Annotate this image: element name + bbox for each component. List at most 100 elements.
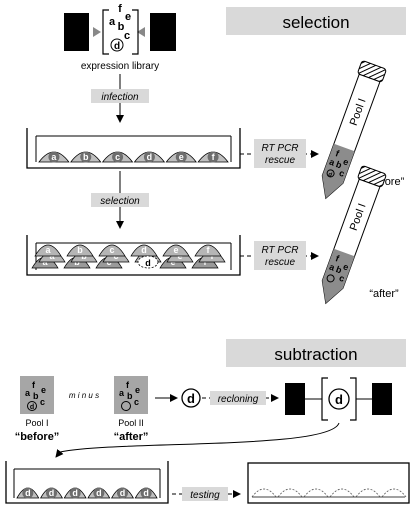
- dish1-well-label: f: [212, 152, 216, 162]
- pool2-name: Pool II: [118, 418, 144, 428]
- test-dish-arc: [381, 488, 407, 498]
- tube2-empty-circle: [326, 274, 335, 283]
- result-d-circle: [181, 388, 201, 408]
- pool1-name: Pool I: [25, 418, 48, 428]
- pool2-letter-b: b: [127, 391, 133, 401]
- final-dish-well-core: [46, 487, 57, 499]
- pool1-letter-a: a: [25, 388, 31, 398]
- reclone-bracket-right: [350, 377, 357, 421]
- test-dish-arc: [329, 488, 355, 498]
- tube2-letter-e: e: [342, 261, 350, 272]
- dish2-cell-label: c: [109, 245, 114, 255]
- dish1-well-core: [48, 151, 60, 163]
- rtpcr2-line2: rescue: [265, 257, 295, 268]
- dish1-well-core: [80, 151, 92, 163]
- library-letter-f: f: [118, 3, 122, 15]
- pool2-letter-e: e: [135, 385, 140, 395]
- dish1-well-label: d: [147, 152, 153, 162]
- result-letter: d: [187, 391, 195, 406]
- selection-step-label: selection: [100, 196, 140, 207]
- dish2-cell-label: d: [141, 245, 147, 255]
- tube1-d-circle: [326, 169, 335, 178]
- pool2-letter-f: f: [126, 380, 130, 390]
- minus-label: m i n u s: [69, 391, 99, 400]
- dish1-well-core: [112, 151, 124, 163]
- library-letter-a: a: [109, 16, 116, 28]
- tube1-contents: [322, 143, 355, 199]
- test-dish-arc: [277, 488, 303, 498]
- dish1-well-core: [143, 151, 155, 163]
- dish1-well-label: c: [115, 152, 120, 162]
- final-dish-well-core: [22, 487, 34, 499]
- dish1-well-core: [175, 151, 187, 163]
- dish2-cell: [194, 244, 222, 257]
- pool2-square: [114, 376, 148, 414]
- pool1-letter-f: f: [32, 380, 36, 390]
- library-letter-d: d: [114, 41, 120, 52]
- reclone-bracket-left: [321, 377, 328, 421]
- tube2-letter-f: f: [334, 253, 341, 264]
- library-caption: expression library: [81, 61, 159, 72]
- recloning-label: recloning: [218, 394, 259, 405]
- tube1-letter-d: d: [327, 172, 333, 179]
- tube2-letter-c: c: [338, 273, 346, 284]
- final-dish-well-label: d: [120, 488, 126, 498]
- selection-header: selection: [282, 13, 349, 32]
- tube1-letter-f: f: [334, 148, 341, 159]
- rtpcr2-box: [254, 241, 306, 270]
- testing-label: testing: [190, 490, 220, 501]
- tube-1: Pool I f a b e c d: [321, 60, 387, 200]
- infection-label-box: [91, 89, 149, 103]
- dish1-well-label: e: [179, 152, 184, 162]
- pool1-caption: “before”: [15, 431, 60, 443]
- pool1-square: [20, 376, 54, 414]
- final-dish-well-core: [140, 487, 152, 499]
- pool2-caption: “after”: [114, 431, 149, 443]
- pool2-box: f e a b c: [114, 376, 148, 414]
- rtpcr1-box: [254, 139, 306, 168]
- pool1-letter-e: e: [41, 385, 46, 395]
- final-dish-well-label: d: [96, 488, 102, 498]
- dish2-outline: [26, 235, 241, 276]
- library-letter-e: e: [125, 11, 131, 23]
- promoter-arrow-right: [137, 27, 145, 37]
- tube2-contents: [322, 248, 355, 304]
- library-letter-b: b: [118, 21, 125, 33]
- dish2-cell: [130, 244, 158, 257]
- vector-block-right: [150, 13, 176, 51]
- test-dish: [247, 462, 410, 504]
- arrow-to-final-dish: [55, 422, 340, 458]
- pool1-letter-b: b: [33, 391, 39, 401]
- dish1-well-core: [207, 151, 219, 163]
- tube2-letter-a: a: [328, 262, 337, 273]
- test-dish-arc: [303, 488, 329, 498]
- dish2-cell-label: e: [173, 245, 178, 255]
- dish-2: abcefabcdefabcdef d: [26, 235, 241, 276]
- tube2-caption: “after”: [369, 288, 399, 300]
- test-dish-arc: [355, 488, 381, 498]
- dish1-outline: [26, 128, 241, 169]
- insert-bracket-right: [132, 9, 139, 55]
- promoter-arrow-left: [93, 27, 101, 37]
- tube1-letter-b: b: [335, 159, 344, 170]
- tube1-letter-e: e: [342, 156, 350, 167]
- dish2-letter-d: d: [145, 258, 151, 268]
- dish1-well-label: a: [51, 152, 57, 162]
- testing-box: [182, 487, 228, 501]
- subtraction-header-box: [226, 339, 406, 367]
- library-letter-c: c: [124, 30, 130, 42]
- pool1-d-circle: [27, 401, 37, 411]
- selection-header-box: [226, 7, 406, 35]
- reclone-letter: d: [335, 392, 343, 407]
- final-dish-well-core: [69, 487, 81, 499]
- reclone-vector: d: [285, 377, 392, 421]
- reclone-block-right: [372, 383, 392, 415]
- rtpcr1-line1: RT PCR: [261, 143, 298, 154]
- dish2-cell: [98, 244, 126, 257]
- library-d-circle: [110, 38, 124, 52]
- vector-block-left: [64, 13, 89, 51]
- pool2-letter-c: c: [134, 397, 139, 407]
